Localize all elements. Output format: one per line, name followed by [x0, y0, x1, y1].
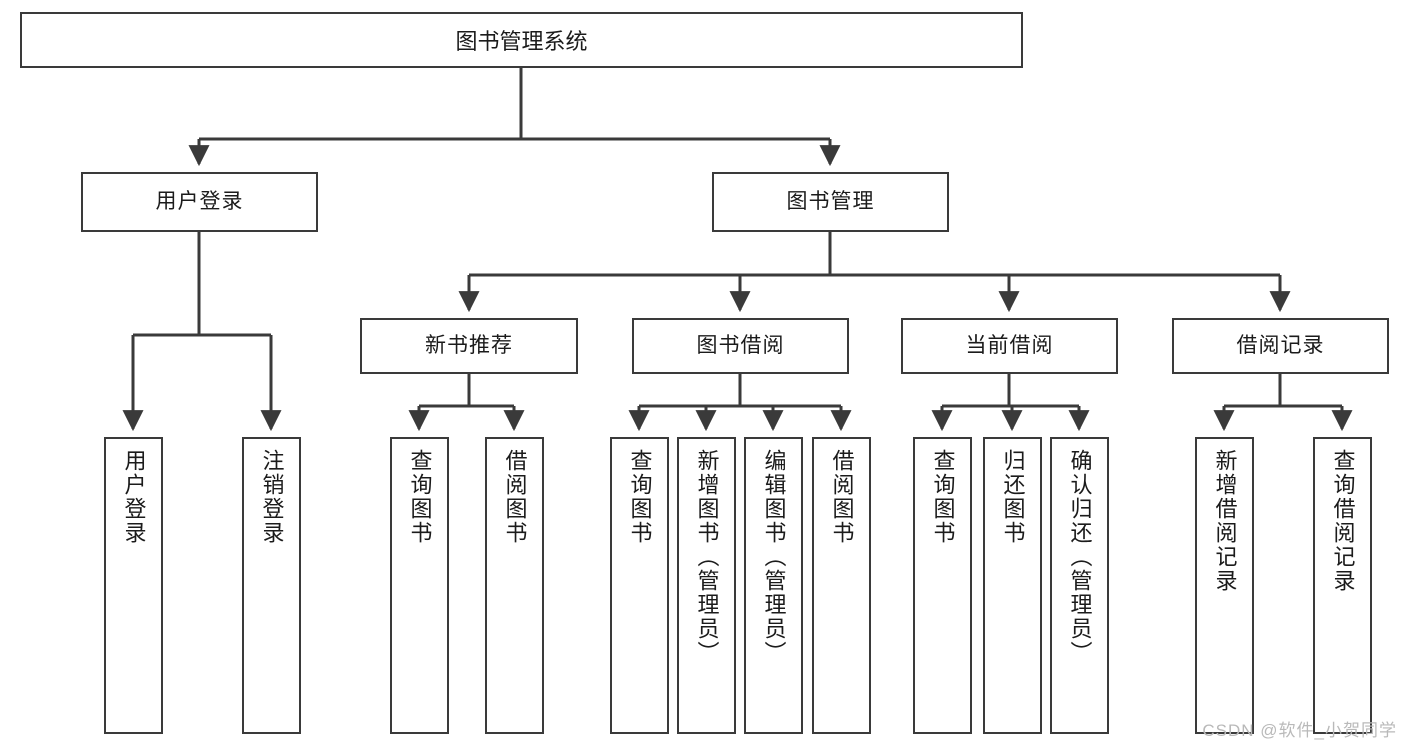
- leaf-current-confirm-return[interactable]: 确认归还（管理员）: [1050, 437, 1109, 734]
- leaf-borrow-add-book[interactable]: 新增图书（管理员）: [677, 437, 736, 734]
- leaf-label: 新增图书（管理员）: [694, 449, 720, 665]
- node-book-management[interactable]: 图书管理: [712, 172, 949, 232]
- leaf-new-book-query[interactable]: 查询图书: [390, 437, 449, 734]
- leaf-user-login-login[interactable]: 用户登录: [104, 437, 163, 734]
- leaf-borrow-query-book[interactable]: 查询图书: [610, 437, 669, 734]
- leaf-label: 查询图书: [627, 449, 653, 545]
- node-label: 用户登录: [155, 190, 244, 214]
- leaf-label: 编辑图书（管理员）: [761, 449, 787, 665]
- node-borrow-record[interactable]: 借阅记录: [1172, 318, 1389, 374]
- leaf-label: 查询图书: [930, 449, 956, 545]
- leaf-label: 新增借阅记录: [1212, 449, 1238, 593]
- node-label: 新书推荐: [425, 334, 513, 358]
- node-label: 图书管理: [786, 190, 875, 214]
- leaf-borrow-edit-book[interactable]: 编辑图书（管理员）: [744, 437, 803, 734]
- node-new-book-recommend[interactable]: 新书推荐: [360, 318, 578, 374]
- leaf-user-login-logout[interactable]: 注销登录: [242, 437, 301, 734]
- watermark: CSDN @软件_小贺同学: [1202, 721, 1397, 740]
- leaf-label: 注销登录: [259, 449, 285, 545]
- node-root-system[interactable]: 图书管理系统: [20, 12, 1023, 68]
- node-current-borrow[interactable]: 当前借阅: [901, 318, 1118, 374]
- leaf-record-add[interactable]: 新增借阅记录: [1195, 437, 1254, 734]
- leaf-new-book-borrow[interactable]: 借阅图书: [485, 437, 544, 734]
- leaf-label: 查询图书: [407, 449, 433, 545]
- leaf-current-return-book[interactable]: 归还图书: [983, 437, 1042, 734]
- node-book-borrow[interactable]: 图书借阅: [632, 318, 849, 374]
- node-label: 图书管理系统: [455, 29, 588, 54]
- leaf-label: 查询借阅记录: [1330, 449, 1356, 593]
- node-label: 图书借阅: [696, 334, 785, 358]
- node-label: 借阅记录: [1236, 334, 1325, 358]
- leaf-label: 借阅图书: [829, 449, 855, 545]
- node-user-login[interactable]: 用户登录: [81, 172, 318, 232]
- leaf-record-query[interactable]: 查询借阅记录: [1313, 437, 1372, 734]
- leaf-label: 用户登录: [121, 449, 147, 545]
- leaf-current-query-book[interactable]: 查询图书: [913, 437, 972, 734]
- node-label: 当前借阅: [965, 334, 1054, 358]
- leaf-borrow-borrow-book[interactable]: 借阅图书: [812, 437, 871, 734]
- leaf-label: 归还图书: [1000, 449, 1026, 545]
- leaf-label: 确认归还（管理员）: [1067, 449, 1093, 665]
- leaf-label: 借阅图书: [502, 449, 528, 545]
